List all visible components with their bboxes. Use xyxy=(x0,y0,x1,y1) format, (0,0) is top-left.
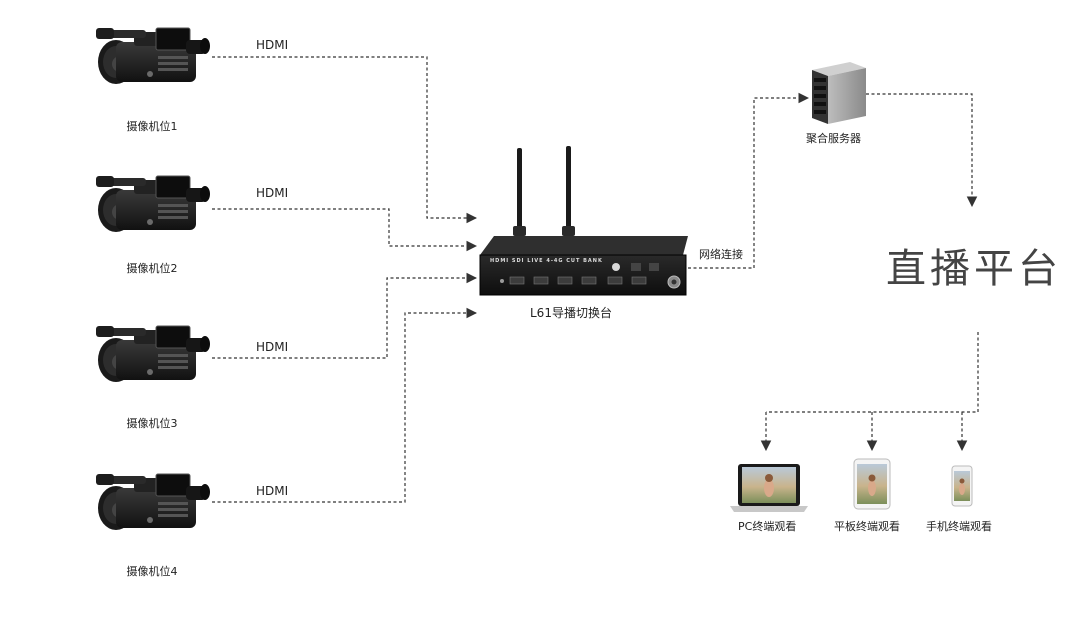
server-icon xyxy=(812,62,866,124)
camera-3-icon xyxy=(95,325,211,383)
hdmi-label-1: HDMI xyxy=(256,38,289,52)
camera-4-label: 摄像机位4 xyxy=(126,565,178,578)
switcher-device-icon xyxy=(479,146,688,296)
hdmi-label-2: HDMI xyxy=(256,186,289,200)
laptop-icon xyxy=(730,464,808,512)
platform-distribution-links xyxy=(760,332,979,452)
hdmi-link-1 xyxy=(212,56,478,224)
hdmi-link-2 xyxy=(212,208,478,252)
phone-icon xyxy=(951,465,973,507)
tablet-icon xyxy=(853,458,891,510)
network-link-label: 网络连接 xyxy=(699,248,743,261)
camera-1-label: 摄像机位1 xyxy=(126,120,178,133)
hdmi-link-4 xyxy=(212,307,478,503)
tablet-viewer-label: 平板终端观看 xyxy=(834,520,900,533)
camera-1-icon xyxy=(95,27,211,85)
phone-viewer-label: 手机终端观看 xyxy=(926,520,992,533)
camera-2-icon xyxy=(95,175,211,233)
server-label: 聚合服务器 xyxy=(806,132,861,145)
camera-4-icon xyxy=(95,473,211,531)
hdmi-connectors xyxy=(212,56,478,503)
camera-3-label: 摄像机位3 xyxy=(126,417,178,430)
hdmi-label-3: HDMI xyxy=(256,340,289,354)
platform-title: 直播平台 xyxy=(886,246,1062,292)
pc-viewer-label: PC终端观看 xyxy=(738,520,797,533)
hdmi-link-3 xyxy=(212,272,478,359)
server-to-platform-link xyxy=(866,93,978,208)
switcher-panel-text: HDMI SDI LIVE 4-4G CUT BANK xyxy=(490,258,603,264)
network-link xyxy=(688,92,810,269)
hdmi-label-4: HDMI xyxy=(256,484,289,498)
camera-2-label: 摄像机位2 xyxy=(126,262,178,275)
switcher-label: L61导播切换台 xyxy=(530,306,612,320)
